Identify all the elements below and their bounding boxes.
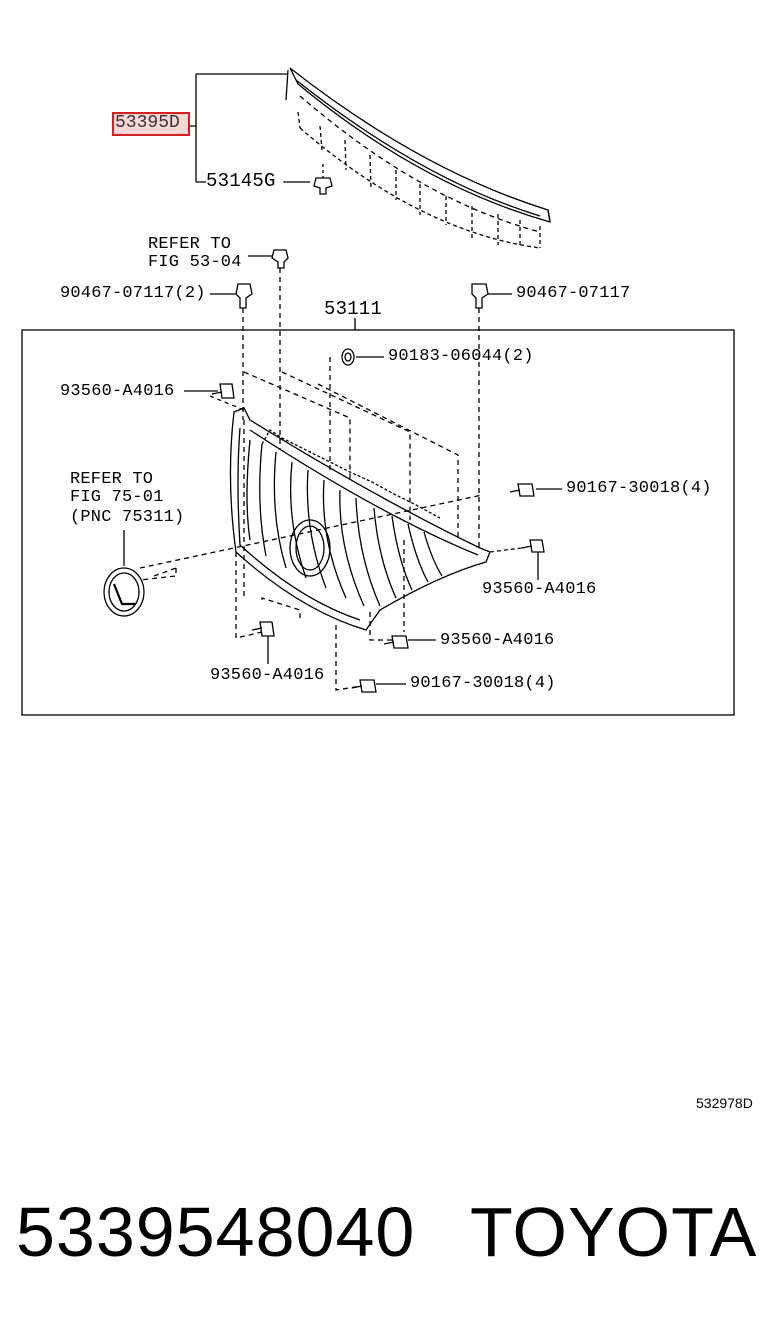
refer-emblem-line1: REFER TO xyxy=(70,470,154,489)
diagram-code: 532978D xyxy=(696,1095,753,1111)
callout-screw-lower-left: 93560-A4016 xyxy=(210,666,325,685)
upper-molding xyxy=(285,67,551,249)
callout-clip-left: 90467-07117(2) xyxy=(60,284,206,303)
assembly-frame xyxy=(21,329,735,716)
callout-grille-assy: 53111 xyxy=(324,298,383,320)
callout-clip-upper: 53145G xyxy=(206,170,276,192)
refer-emblem-line3: (PNC 75311) xyxy=(70,508,185,527)
callout-clip-right: 90467-07117 xyxy=(516,284,631,303)
grille-body xyxy=(229,407,491,631)
callout-nut: 90183-06044(2) xyxy=(388,347,534,366)
callout-screw-right-2: 93560-A4016 xyxy=(482,580,597,599)
callout-screw-lower-right: 93560-A4016 xyxy=(440,631,555,650)
highlighted-part-label[interactable]: 53395D xyxy=(112,112,190,136)
footer-brand: TOYOTA xyxy=(470,1193,758,1271)
callout-screw-left-top: 93560-A4016 xyxy=(60,382,175,401)
emblem-drawing xyxy=(103,530,145,617)
refer-emblem-line2: FIG 75-01 xyxy=(70,488,164,507)
refer-fig-53-04-line1: REFER TO xyxy=(148,235,232,254)
callout-screw-right-1: 90167-30018(4) xyxy=(566,479,712,498)
footer-part-number: 5339548040 xyxy=(16,1193,416,1271)
callout-screw-bottom: 90167-30018(4) xyxy=(410,674,556,693)
refer-fig-53-04-line2: FIG 53-04 xyxy=(148,253,242,272)
clip-53145g-drawing xyxy=(313,164,333,195)
